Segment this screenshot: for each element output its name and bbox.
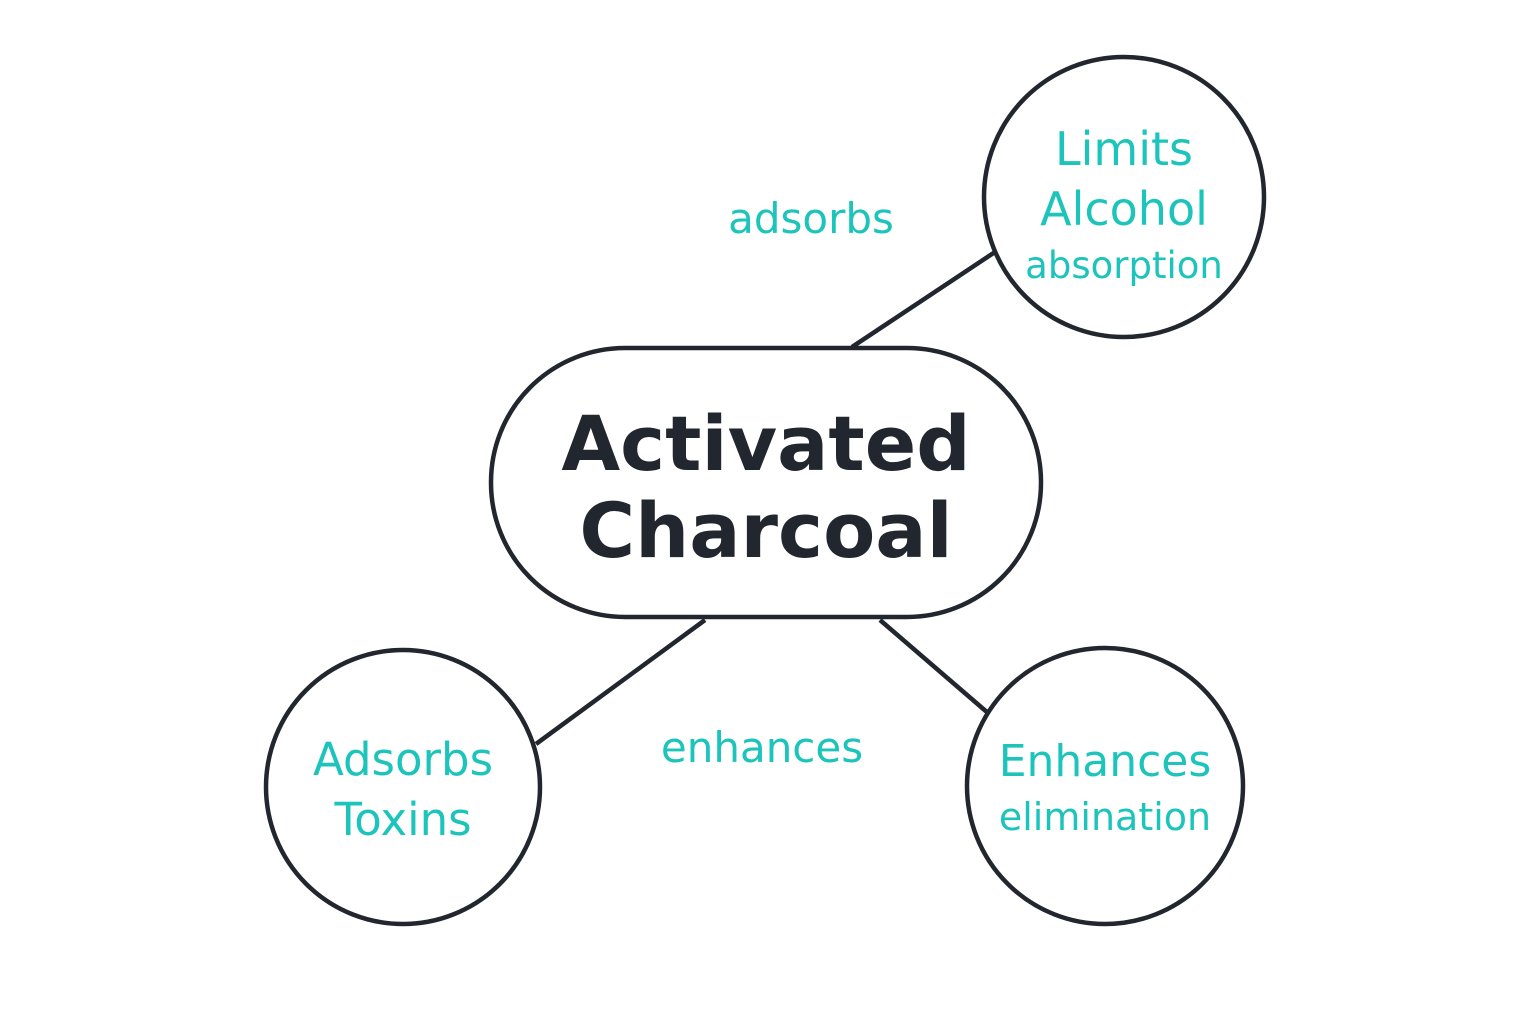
edge-central-to-limits [850, 250, 997, 349]
central-node: Activated Charcoal [488, 345, 1044, 620]
central-node-line2: Charcoal [579, 486, 952, 575]
node-enhances-elimination: Enhances elimination [964, 645, 1246, 927]
node-limits-circle [981, 54, 1267, 340]
edge-central-to-enhances [878, 618, 990, 715]
edge-central-to-adsorbs [534, 618, 707, 746]
node-limits-line2: Alcohol [1040, 182, 1208, 236]
node-adsorbs-toxins: Adsorbs Toxins [263, 647, 543, 927]
node-limits-line1: Limits [1055, 122, 1193, 176]
central-node-shape [488, 345, 1044, 620]
node-enhances-circle [964, 645, 1246, 927]
edge-label-enhances: enhances [661, 723, 863, 772]
edge-label-adsorbs: adsorbs [728, 194, 894, 243]
central-node-line1: Activated [561, 399, 970, 488]
node-limits-alcohol: Limits Alcohol absorption [981, 54, 1267, 340]
node-limits-line3: absorption [1025, 244, 1223, 287]
node-enhances-line1: Enhances [999, 736, 1212, 787]
node-adsorbs-line2: Toxins [333, 793, 471, 846]
node-enhances-line2: elimination [999, 795, 1211, 839]
node-adsorbs-line1: Adsorbs [313, 733, 493, 786]
node-adsorbs-circle [263, 647, 543, 927]
